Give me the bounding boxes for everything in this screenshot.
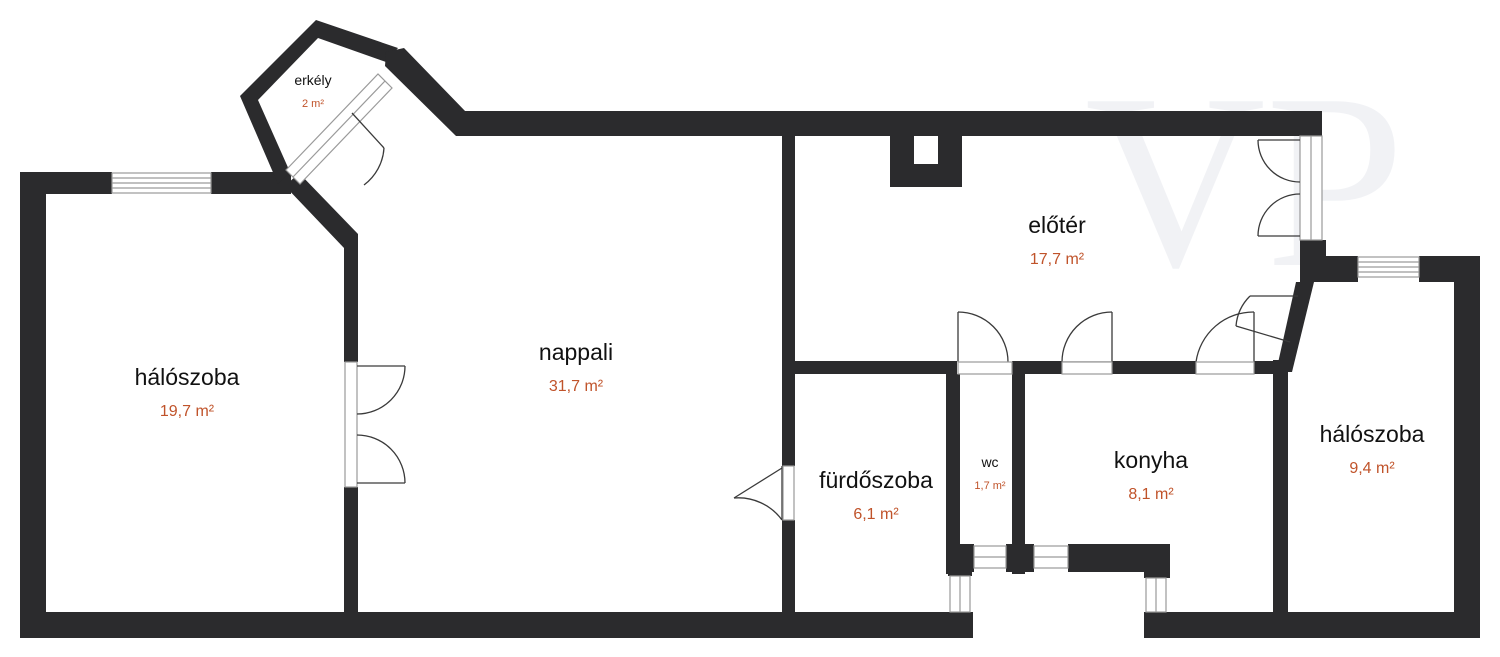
room-area-furdo: 6,1 m² [853,506,899,523]
room-konyha: konyha 8,1 m² [1114,447,1188,503]
walls [20,20,1480,638]
room-name-nappali: nappali [539,339,613,365]
room-area-wc: 1,7 m² [974,480,1006,492]
room-nappali: nappali 31,7 m² [539,339,613,395]
room-furdo: fürdőszoba 6,1 m² [819,467,933,523]
room-name-konyha: konyha [1114,447,1188,473]
doors [351,112,1301,521]
windows [111,73,1420,613]
room-eloter: előtér 17,7 m² [1028,212,1086,268]
room-halo2: hálószoba 9,4 m² [1320,421,1425,477]
room-area-eloter: 17,7 m² [1030,251,1085,268]
room-area-nappali: 31,7 m² [549,378,604,395]
room-area-halo1: 19,7 m² [160,403,215,420]
room-erkely: erkély 2 m² [294,72,331,110]
room-name-halo1: hálószoba [135,364,240,390]
room-name-furdo: fürdőszoba [819,467,933,493]
room-area-erkely: 2 m² [302,98,324,110]
room-halo1: hálószoba 19,7 m² [135,364,240,420]
room-area-konyha: 8,1 m² [1128,486,1174,503]
room-name-halo2: hálószoba [1320,421,1425,447]
room-wc: wc 1,7 m² [974,454,1006,492]
room-name-eloter: előtér [1028,212,1086,238]
room-name-erkely: erkély [294,72,331,88]
room-name-wc: wc [980,454,998,470]
room-area-halo2: 9,4 m² [1349,460,1395,477]
